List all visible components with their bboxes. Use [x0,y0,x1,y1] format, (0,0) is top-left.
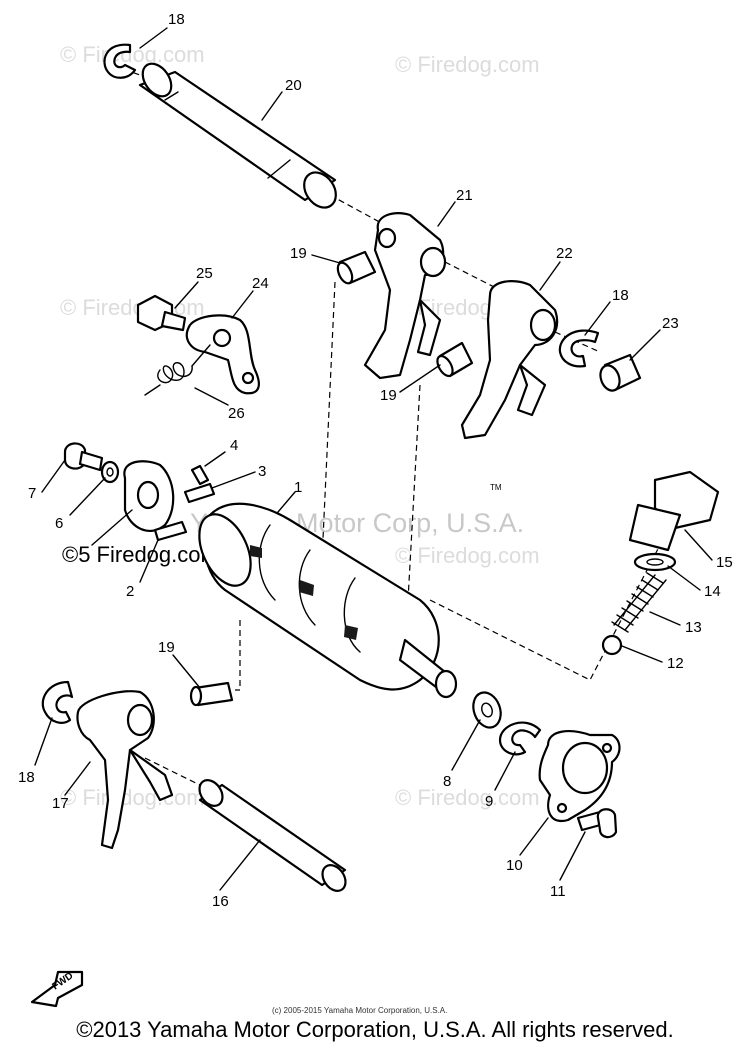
callout-9: 9 [485,793,493,810]
part-18-clip-lower [41,680,74,724]
part-24-lever [185,314,260,395]
callout-12: 12 [667,655,684,672]
callout-13: 13 [685,619,702,636]
dash-line-19b-drum [407,384,421,601]
dash-line-drum-stopper [429,544,661,681]
callout-20: 20 [285,77,302,94]
part-19-pin-upper [336,250,377,285]
part-6-washer [100,460,120,484]
watermark-firedog-top-right: © Firedog.com [395,52,540,77]
part-22-shift-fork [460,280,559,440]
dash-line-20-21 [329,194,386,226]
part-9-clip [498,721,542,756]
callout-21: 21 [456,187,473,204]
callout-1: 1 [294,479,302,496]
callout-19-middle: 19 [380,387,397,404]
watermark-firedog-top-left: © Firedog.com [60,42,205,67]
callout-17: 17 [52,795,69,812]
watermark-firedog-center-right: © Firedog.com [395,543,540,568]
part-25-bolt [136,294,187,332]
part-18-clip-top [103,43,137,79]
watermark-tm: TM [490,483,502,492]
dash-line-19-drum [321,281,336,561]
callout-10: 10 [506,857,523,874]
part-20-shaft [138,62,337,209]
callout-6: 6 [55,515,63,532]
leader-lines [34,27,713,891]
part-7-screw [63,442,104,472]
callout-25: 25 [196,265,213,282]
part-23-cap [599,353,642,392]
part-14-washer [633,552,677,572]
watermark-firedog-low-left: © Firedog.com [60,785,205,810]
part-10-cover [538,730,621,823]
watermark-firedog-low-right: © Firedog.com [395,785,540,810]
callout-18-right: 18 [612,287,629,304]
callout-19-lower: 19 [158,639,175,656]
fwd-arrow-icon: FWD [30,970,84,1008]
callout-19-upper: 19 [290,245,307,262]
part-21-shift-fork [363,212,447,380]
callout-2: 2 [126,583,134,600]
part-19-pin-lower [189,681,234,707]
part-26-spring [144,344,211,396]
callout-23: 23 [662,315,679,332]
callout-24: 24 [252,275,269,292]
part-19-pin-middle [436,341,474,378]
callout-26: 26 [228,405,245,422]
callout-3: 3 [258,463,266,480]
part-17-shift-fork [76,690,174,850]
callout-8: 8 [443,773,451,790]
dash-line-17-16 [144,757,211,791]
footer-copyright: ©2013 Yamaha Motor Corporation, U.S.A. A… [76,1017,674,1042]
part-12-ball [601,634,623,656]
callout-11: 11 [550,883,566,900]
dash-line-19c [235,620,241,691]
callout-18-top: 18 [168,11,185,28]
callout-16: 16 [212,893,229,910]
callout-7: 7 [28,485,36,502]
part-15-bolt [628,470,720,552]
part-8-washer [472,691,502,729]
small-copyright: (c) 2005-2015 Yamaha Motor Corporation, … [272,1006,447,1015]
callout-15: 15 [716,554,733,571]
part-11-screw [576,808,618,839]
callout-22: 22 [556,245,573,262]
watermark-firedog-dark: ©5 Firedog.com [62,542,219,567]
part-16-shaft [198,779,347,892]
part-4-pin [190,464,210,486]
part-1-shift-drum [198,502,458,699]
callout-4: 4 [230,437,238,454]
callout-14: 14 [704,583,721,600]
dash-line-18-20 [104,62,141,76]
dash-line-21-22 [444,261,501,291]
part-3-pin [183,482,216,504]
part-13-spring [611,572,667,633]
part-2-pin [153,520,188,542]
part-18-clip-right [558,329,600,368]
part-5-plate [123,460,175,532]
callout-18-lower: 18 [18,769,35,786]
